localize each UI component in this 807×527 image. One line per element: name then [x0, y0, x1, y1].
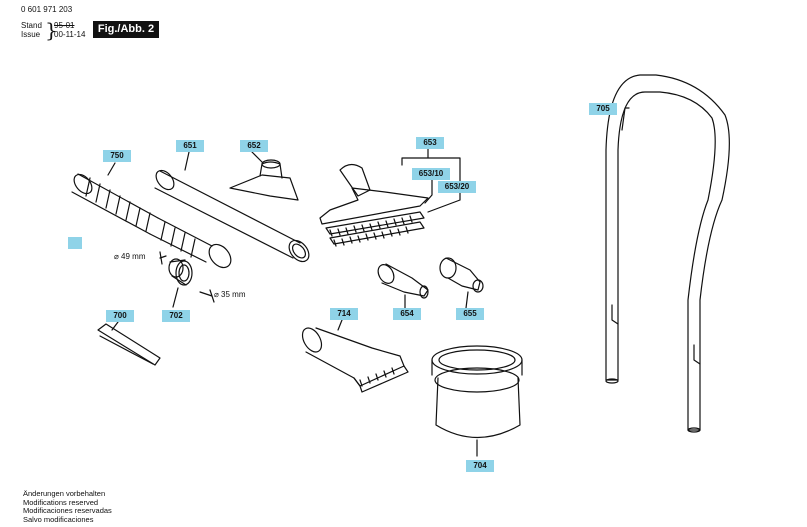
- brace-glyph: }: [45, 18, 58, 42]
- part-714-wide-nozzle: [301, 327, 409, 393]
- callout-653: 653: [416, 137, 444, 149]
- leader-700: [111, 321, 119, 331]
- footer-notes: Änderungen vorbehalten Modifications res…: [23, 489, 112, 524]
- part-655-nozzle: [439, 257, 484, 293]
- part-705-handle: [605, 74, 730, 433]
- footer-line-fr: Modificaciones reservadas: [23, 506, 112, 515]
- issue-label: Issue: [21, 30, 41, 39]
- callout-654: 654: [393, 308, 421, 320]
- stand-label: Stand: [21, 21, 42, 30]
- leader-653: [401, 147, 461, 213]
- callout-655: 655: [456, 308, 484, 320]
- callout-651: 651: [176, 140, 204, 152]
- leader-702: [172, 287, 179, 308]
- part-652-nozzle: [229, 159, 299, 201]
- part-653-floor-tool: [319, 163, 429, 247]
- part-700-crevice: [97, 323, 161, 366]
- issue-value: 00-11-14: [54, 30, 86, 39]
- part-651-tube: [154, 169, 310, 263]
- leader-652: [251, 151, 263, 163]
- leader-750: [107, 162, 116, 176]
- part-750-hose: [71, 173, 232, 269]
- part-704-filter: [431, 345, 523, 439]
- callout-702: 702: [162, 310, 190, 322]
- footer-line-es: Salvo modificaciones: [23, 514, 94, 524]
- callout-blank: [68, 237, 82, 249]
- footer-line-en: Modifications reserved: [23, 497, 99, 507]
- dimension-35mm: ⌀ 35 mm: [214, 290, 246, 299]
- callout-653-10: 653/10: [412, 168, 450, 180]
- figure-label: Fig./Abb. 2: [93, 21, 159, 38]
- callout-653-20: 653/20: [438, 181, 476, 193]
- leader-714: [337, 319, 343, 331]
- callout-652: 652: [240, 140, 268, 152]
- dimension-49mm: ⌀ 49 mm: [114, 252, 146, 261]
- callout-750: 750: [103, 150, 131, 162]
- part-number: 0 601 971 203: [21, 5, 73, 14]
- part-702-adapter: [159, 251, 215, 303]
- callout-705: 705: [589, 103, 617, 115]
- footer-line-de: Änderungen vorbehalten: [23, 489, 106, 498]
- part-654-nozzle: [377, 263, 429, 299]
- stand-value: 95-01: [54, 21, 75, 30]
- callout-714: 714: [330, 308, 358, 320]
- leader-651: [184, 151, 190, 171]
- leader-705: [621, 107, 630, 131]
- callout-700: 700: [106, 310, 134, 322]
- callout-704: 704: [466, 460, 494, 472]
- leader-655: [465, 291, 469, 309]
